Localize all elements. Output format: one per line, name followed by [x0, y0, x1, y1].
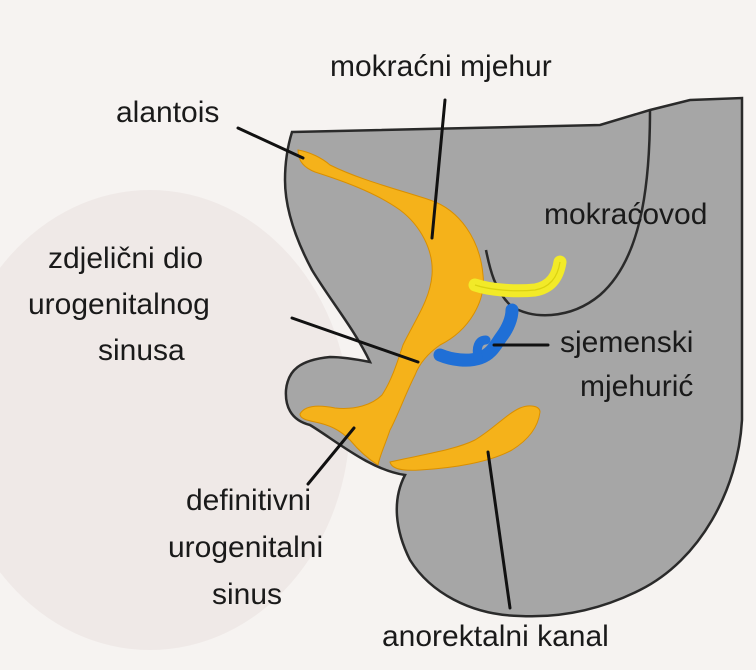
label-anorektalni: anorektalni kanal	[382, 620, 609, 653]
label-alantois: alantois	[116, 96, 219, 129]
label-sjemenski-line2: mjehurić	[580, 370, 693, 403]
label-mokracni-mjehur: mokraćni mjehur	[330, 50, 552, 83]
label-definitivni-line3: sinus	[212, 578, 282, 611]
label-definitivni-line1: definitivni	[186, 484, 311, 517]
label-zdjelicni-line2: urogenitalnog	[28, 288, 210, 321]
label-mokracovod: mokraćovod	[544, 198, 707, 231]
label-sjemenski-line1: sjemenski	[560, 326, 693, 359]
label-definitivni-line2: urogenitalni	[168, 531, 323, 564]
label-zdjelicni-line3: sinusa	[98, 334, 185, 367]
label-zdjelicni-line1: zdjelični dio	[48, 242, 203, 275]
